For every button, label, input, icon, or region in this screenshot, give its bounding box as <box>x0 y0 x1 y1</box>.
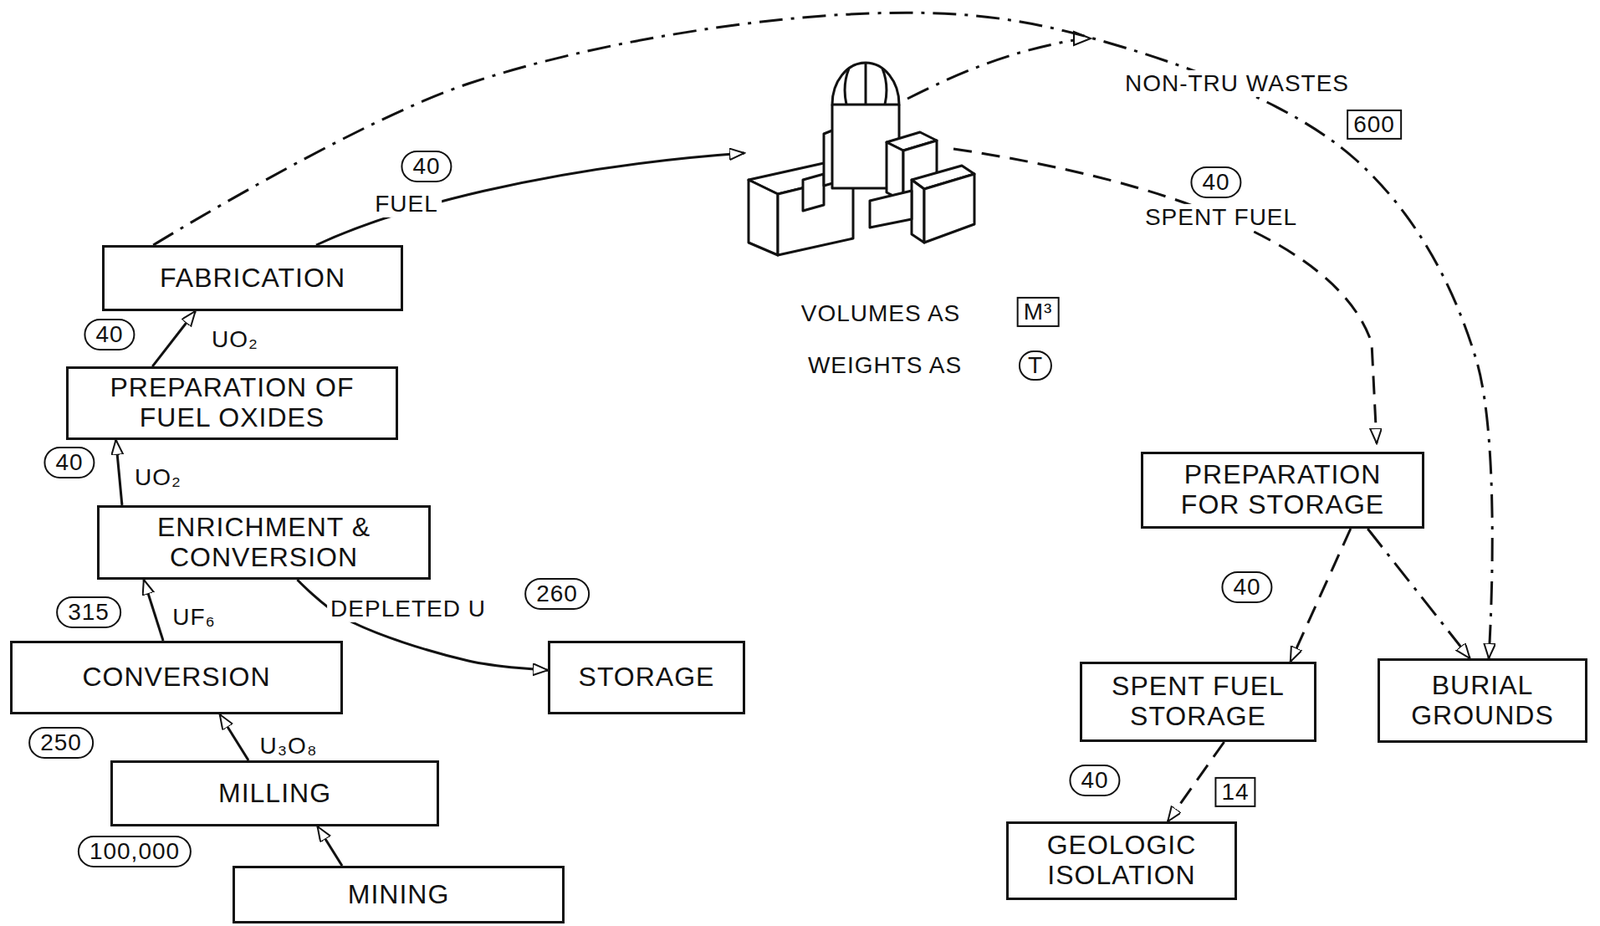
box-label: ENRICHMENT & CONVERSION <box>111 512 417 573</box>
legend-text: VOLUMES AS <box>797 300 965 328</box>
flow-connector <box>1367 528 1470 659</box>
box-label: FABRICATION <box>159 263 346 294</box>
material-label: UO₂ <box>131 464 185 491</box>
weight-callout: 40 <box>400 150 452 183</box>
flow-connector <box>317 826 343 866</box>
box-label: MINING <box>347 879 450 910</box>
process-box: SPENT FUEL STORAGE <box>1079 661 1317 742</box>
legend-text: WEIGHTS AS <box>804 352 966 379</box>
flow-label: FUEL <box>371 190 442 218</box>
box-label: BURIAL GROUNDS <box>1391 670 1574 731</box>
weight-callout: 40 <box>1190 166 1242 199</box>
flow-label: NON-TRU WASTES <box>1121 70 1353 98</box>
process-box: FABRICATION <box>102 245 404 312</box>
volume-callout: 600 <box>1346 109 1402 140</box>
process-box: PREPARATION FOR STORAGE <box>1140 451 1425 529</box>
weight-callout: 250 <box>28 726 94 759</box>
flow-connector <box>116 439 123 506</box>
box-label: GEOLOGIC ISOLATION <box>1020 830 1223 891</box>
spent-fuel-line <box>953 148 1377 444</box>
flow-connector <box>1290 528 1351 662</box>
process-box: PREPARATION OF FUEL OXIDES <box>66 366 399 440</box>
flow-label: SPENT FUEL <box>1141 204 1301 231</box>
material-label: UF₆ <box>168 603 220 631</box>
process-box: GEOLOGIC ISOLATION <box>1006 821 1238 900</box>
weight-callout: 40 <box>1221 571 1273 604</box>
weight-callout: 100,000 <box>77 835 192 868</box>
box-label: STORAGE <box>578 662 716 693</box>
weight-symbol: T <box>1018 350 1053 381</box>
weight-callout: 40 <box>43 446 95 479</box>
box-label: MILLING <box>218 778 332 809</box>
reactor-waste-line <box>907 38 1084 99</box>
box-label: SPENT FUEL STORAGE <box>1093 671 1303 732</box>
process-box: MILLING <box>110 760 440 827</box>
flow-connector <box>219 714 249 761</box>
box-label: PREPARATION OF FUEL OXIDES <box>80 373 384 434</box>
box-label: PREPARATION FOR STORAGE <box>1155 460 1411 521</box>
reactor-building <box>748 62 975 256</box>
weight-callout: 40 <box>83 318 135 351</box>
volume-symbol: M³ <box>1017 296 1060 328</box>
weight-callout: 260 <box>524 577 590 610</box>
material-label: DEPLETED U <box>327 595 490 623</box>
flow-connector <box>152 311 195 367</box>
process-box: STORAGE <box>547 640 746 715</box>
process-box: BURIAL GROUNDS <box>1377 658 1588 743</box>
material-label: U₃O₈ <box>255 732 321 760</box>
weight-callout: 40 <box>1068 764 1120 797</box>
weight-callout: 315 <box>56 596 122 629</box>
box-label: CONVERSION <box>81 662 271 693</box>
fuel-line <box>316 153 745 246</box>
process-box: CONVERSION <box>10 640 343 715</box>
volume-callout: 14 <box>1214 776 1256 808</box>
process-box: ENRICHMENT & CONVERSION <box>97 505 431 580</box>
material-label: UO₂ <box>208 326 262 353</box>
flow-connector <box>143 579 164 641</box>
process-box: MINING <box>232 865 565 924</box>
